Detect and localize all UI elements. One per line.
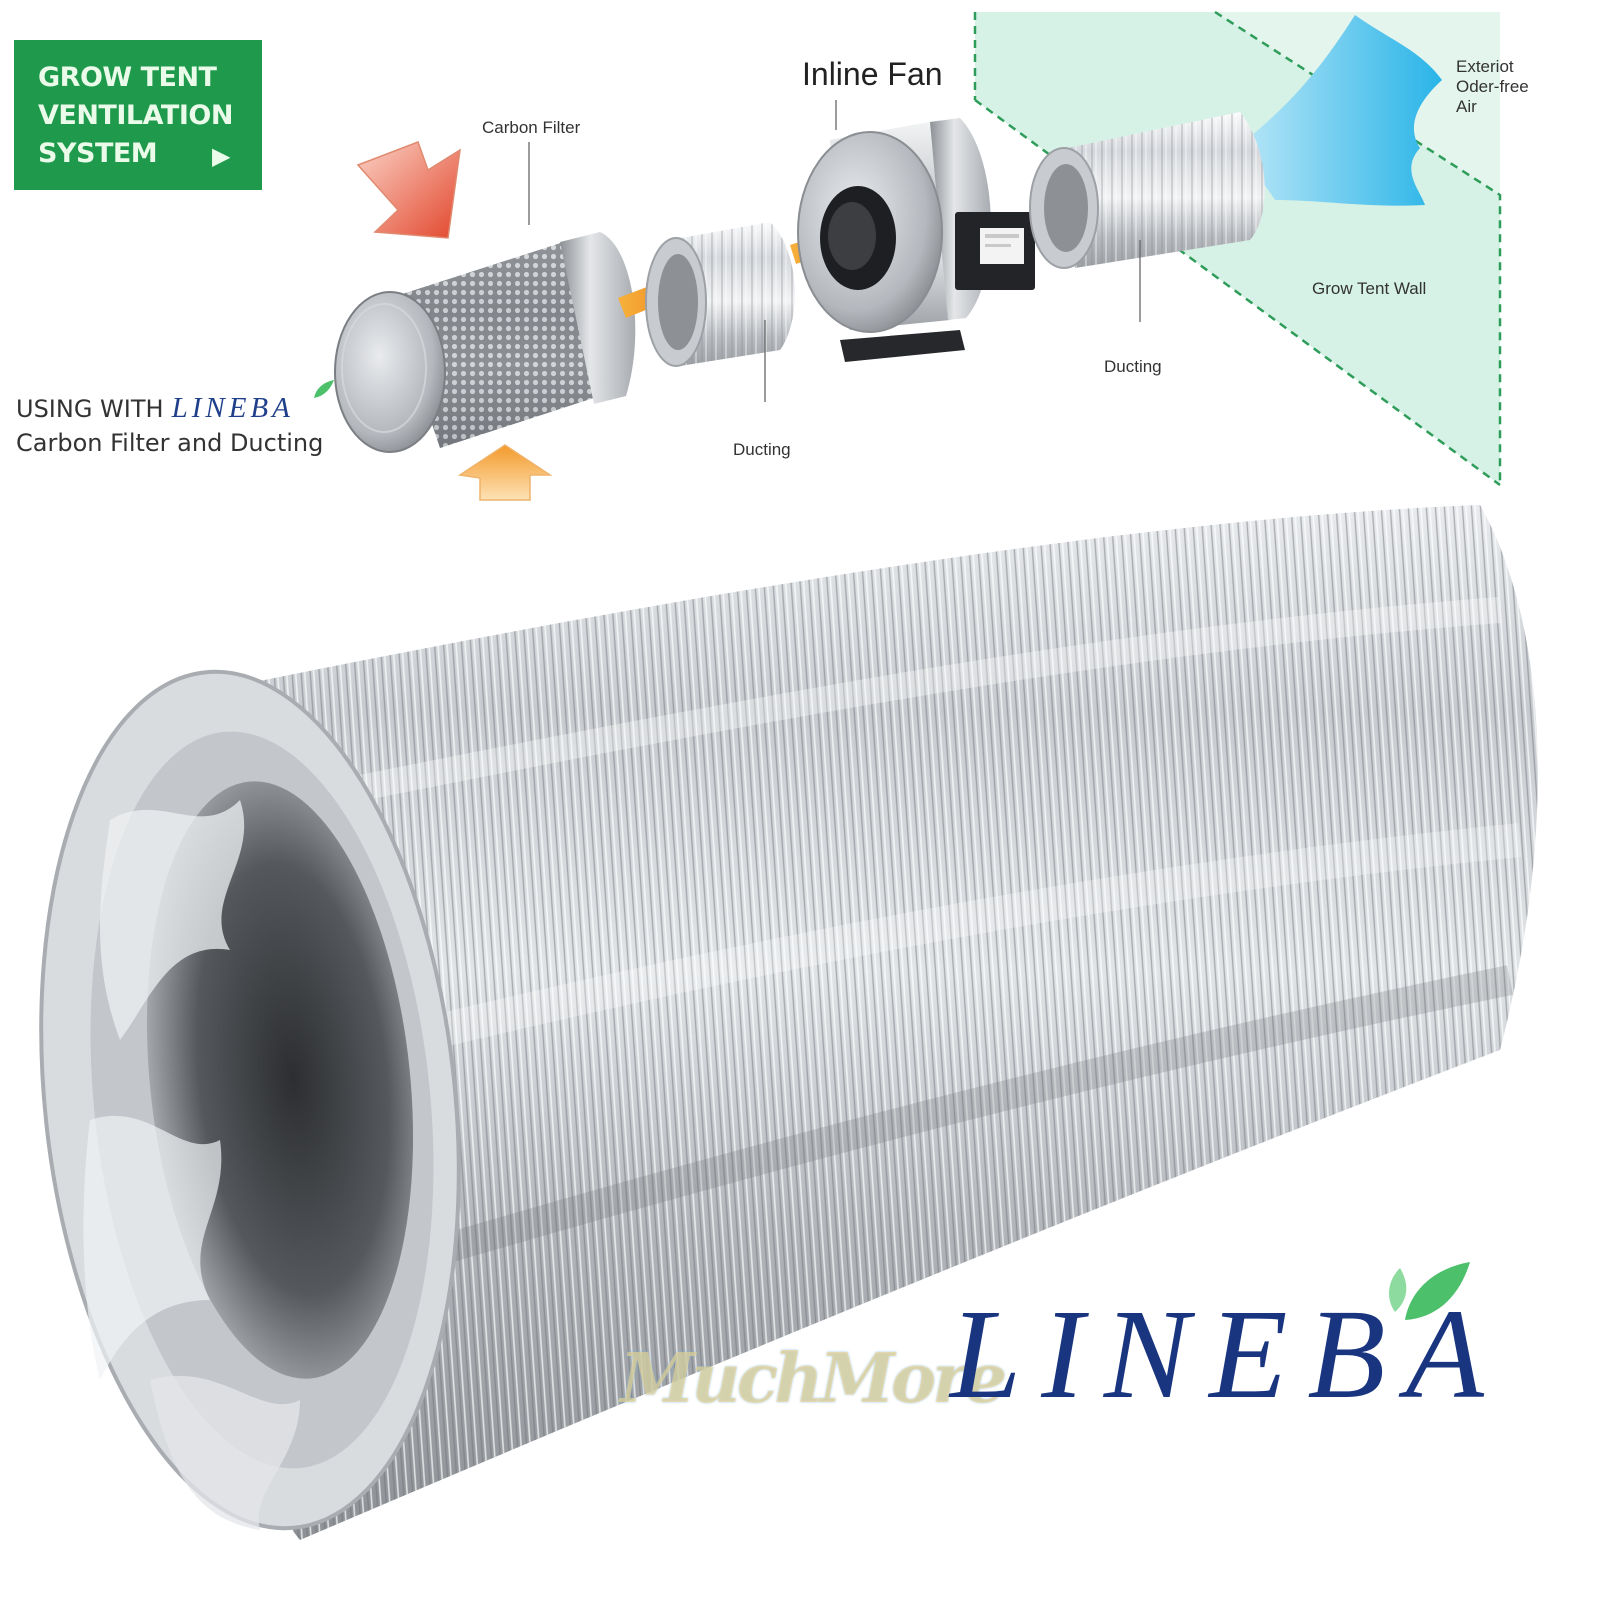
leaf-icon — [1388, 1262, 1470, 1320]
exterior-line-2: Oder-free — [1456, 77, 1529, 96]
label-ducting-left: Ducting — [733, 440, 791, 459]
arrow-right-icon: ▶ — [212, 143, 231, 170]
label-inline-fan: Inline Fan — [802, 56, 943, 92]
intake-arrow-icon — [356, 141, 461, 239]
label-carbon-filter: Carbon Filter — [482, 118, 581, 137]
watermark: MuchMore — [620, 1339, 1007, 1419]
inline-fan — [797, 118, 1035, 362]
brand-logo: LINEBA — [950, 1283, 1504, 1425]
carbon-filter — [334, 232, 636, 453]
leader-lines — [528, 100, 1141, 402]
label-ducting-right: Ducting — [1104, 357, 1162, 376]
caption-prefix: USING WITH — [16, 395, 164, 423]
caption-line-2: Carbon Filter and Ducting — [16, 429, 324, 457]
ventilation-badge: GROW TENT VENTILATION SYSTEM ▶ — [14, 40, 262, 190]
exterior-line-1: Exteriot — [1456, 57, 1514, 76]
label-exterior-air: Exteriot Oder-free Air — [1456, 57, 1529, 117]
leaf-small-icon — [314, 380, 334, 398]
exterior-line-3: Air — [1456, 97, 1477, 116]
caption-brand: LINEBA — [171, 392, 294, 424]
badge-line-1: GROW TENT — [38, 62, 217, 93]
badge-line-2: VENTILATION — [38, 100, 233, 131]
intake-arrow-bottom-icon — [457, 444, 553, 501]
ducting-left — [645, 222, 795, 367]
label-grow-tent-wall: Grow Tent Wall — [1312, 279, 1427, 298]
ducting-right — [1029, 112, 1265, 269]
badge-line-3: SYSTEM — [38, 138, 158, 169]
exterior-air-cloud — [1240, 15, 1442, 206]
